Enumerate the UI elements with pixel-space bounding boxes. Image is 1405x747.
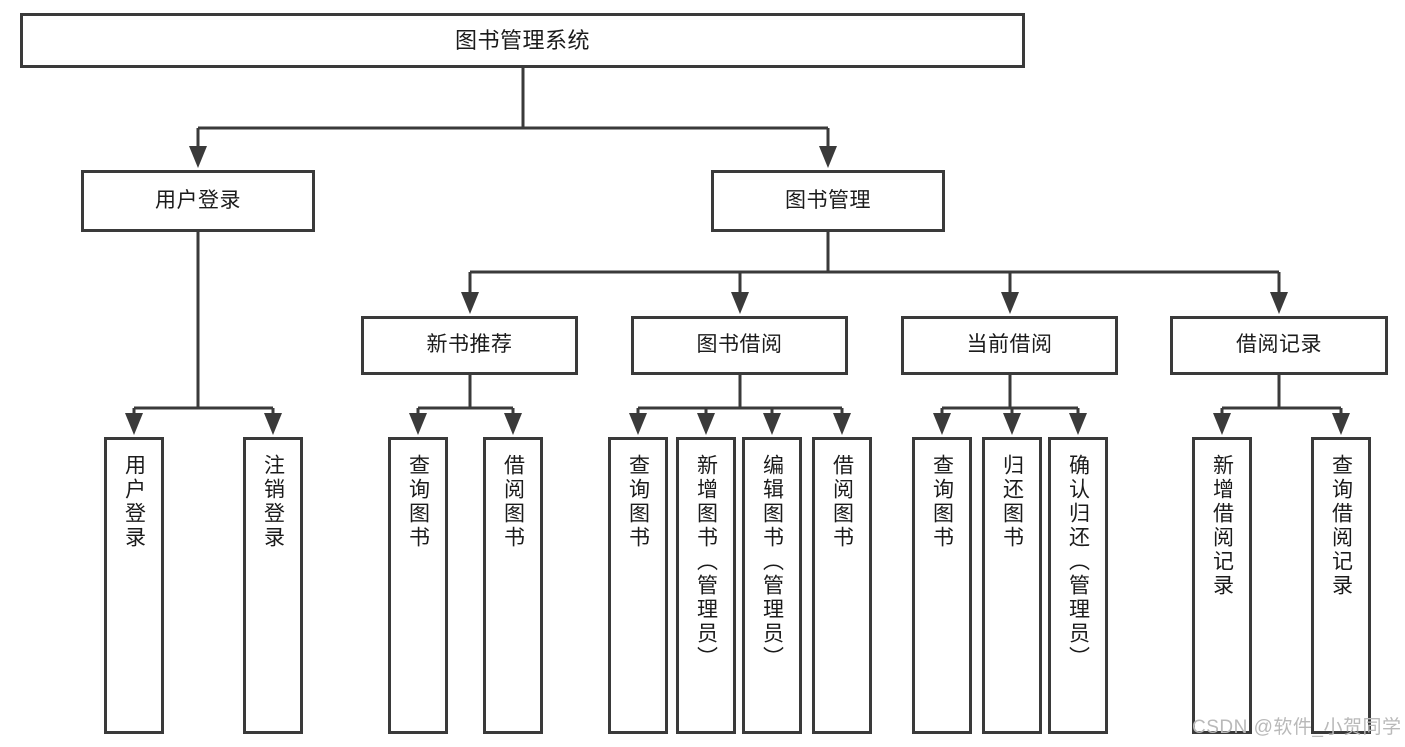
arrow-head xyxy=(1270,292,1288,314)
node-leaf-return-book[interactable]: 归还图书 xyxy=(982,437,1042,734)
node-leaf-edit-book[interactable]: 编辑图书（管理员） xyxy=(742,437,802,734)
node-label: 新书推荐 xyxy=(426,333,513,357)
node-label: 用户登录 xyxy=(122,454,146,550)
node-borrow-record[interactable]: 借阅记录 xyxy=(1170,316,1388,375)
node-leaf-query-record[interactable]: 查询借阅记录 xyxy=(1311,437,1371,734)
arrow-head xyxy=(763,413,781,435)
node-label: 确认归还（管理员） xyxy=(1066,454,1090,670)
node-label: 查询图书 xyxy=(930,454,954,550)
node-label: 归还图书 xyxy=(1000,454,1024,550)
arrow-head xyxy=(1001,292,1019,314)
node-leaf-add-book[interactable]: 新增图书（管理员） xyxy=(676,437,736,734)
node-label: 查询图书 xyxy=(406,454,430,550)
node-current-borrow[interactable]: 当前借阅 xyxy=(901,316,1118,375)
node-label: 借阅记录 xyxy=(1236,333,1322,357)
node-label: 借阅图书 xyxy=(830,454,854,550)
node-leaf-user-logout[interactable]: 注销登录 xyxy=(243,437,303,734)
arrow-head xyxy=(833,413,851,435)
arrow-head xyxy=(731,292,749,314)
node-label: 用户登录 xyxy=(155,188,241,212)
node-leaf-query-book-1[interactable]: 查询图书 xyxy=(388,437,448,734)
node-label: 查询图书 xyxy=(626,454,650,550)
arrow-head xyxy=(189,146,207,168)
node-leaf-borrow-book-2[interactable]: 借阅图书 xyxy=(812,437,872,734)
arrow-head xyxy=(1213,413,1231,435)
node-book-borrow[interactable]: 图书借阅 xyxy=(631,316,848,375)
arrow-head xyxy=(1003,413,1021,435)
node-label: 新增图书（管理员） xyxy=(694,454,718,670)
node-label: 图书借阅 xyxy=(696,333,783,357)
node-leaf-add-record[interactable]: 新增借阅记录 xyxy=(1192,437,1252,734)
arrow-head xyxy=(1069,413,1087,435)
arrow-head xyxy=(629,413,647,435)
node-leaf-borrow-book-1[interactable]: 借阅图书 xyxy=(483,437,543,734)
node-book-manage[interactable]: 图书管理 xyxy=(711,170,945,232)
arrow-head xyxy=(697,413,715,435)
node-leaf-query-book-3[interactable]: 查询图书 xyxy=(912,437,972,734)
arrow-head xyxy=(819,146,837,168)
node-label: 图书管理 xyxy=(785,188,871,212)
node-new-book-rec[interactable]: 新书推荐 xyxy=(361,316,578,375)
node-leaf-user-login[interactable]: 用户登录 xyxy=(104,437,164,734)
node-label: 注销登录 xyxy=(261,454,285,550)
node-user-login[interactable]: 用户登录 xyxy=(81,170,315,232)
node-root[interactable]: 图书管理系统 xyxy=(20,13,1025,68)
node-leaf-confirm-return[interactable]: 确认归还（管理员） xyxy=(1048,437,1108,734)
arrow-head xyxy=(461,292,479,314)
watermark: CSDN @软件_小贺同学 xyxy=(1192,717,1402,738)
arrow-head xyxy=(125,413,143,435)
arrow-head xyxy=(504,413,522,435)
arrow-head xyxy=(1332,413,1350,435)
arrow-head xyxy=(409,413,427,435)
node-label: 借阅图书 xyxy=(501,454,525,550)
arrow-head xyxy=(264,413,282,435)
node-label: 新增借阅记录 xyxy=(1210,454,1234,598)
node-label: 编辑图书（管理员） xyxy=(760,454,784,670)
node-label: 当前借阅 xyxy=(966,333,1053,357)
node-label: 图书管理系统 xyxy=(454,27,590,53)
node-leaf-query-book-2[interactable]: 查询图书 xyxy=(608,437,668,734)
arrow-head xyxy=(933,413,951,435)
node-label: 查询借阅记录 xyxy=(1329,454,1353,598)
